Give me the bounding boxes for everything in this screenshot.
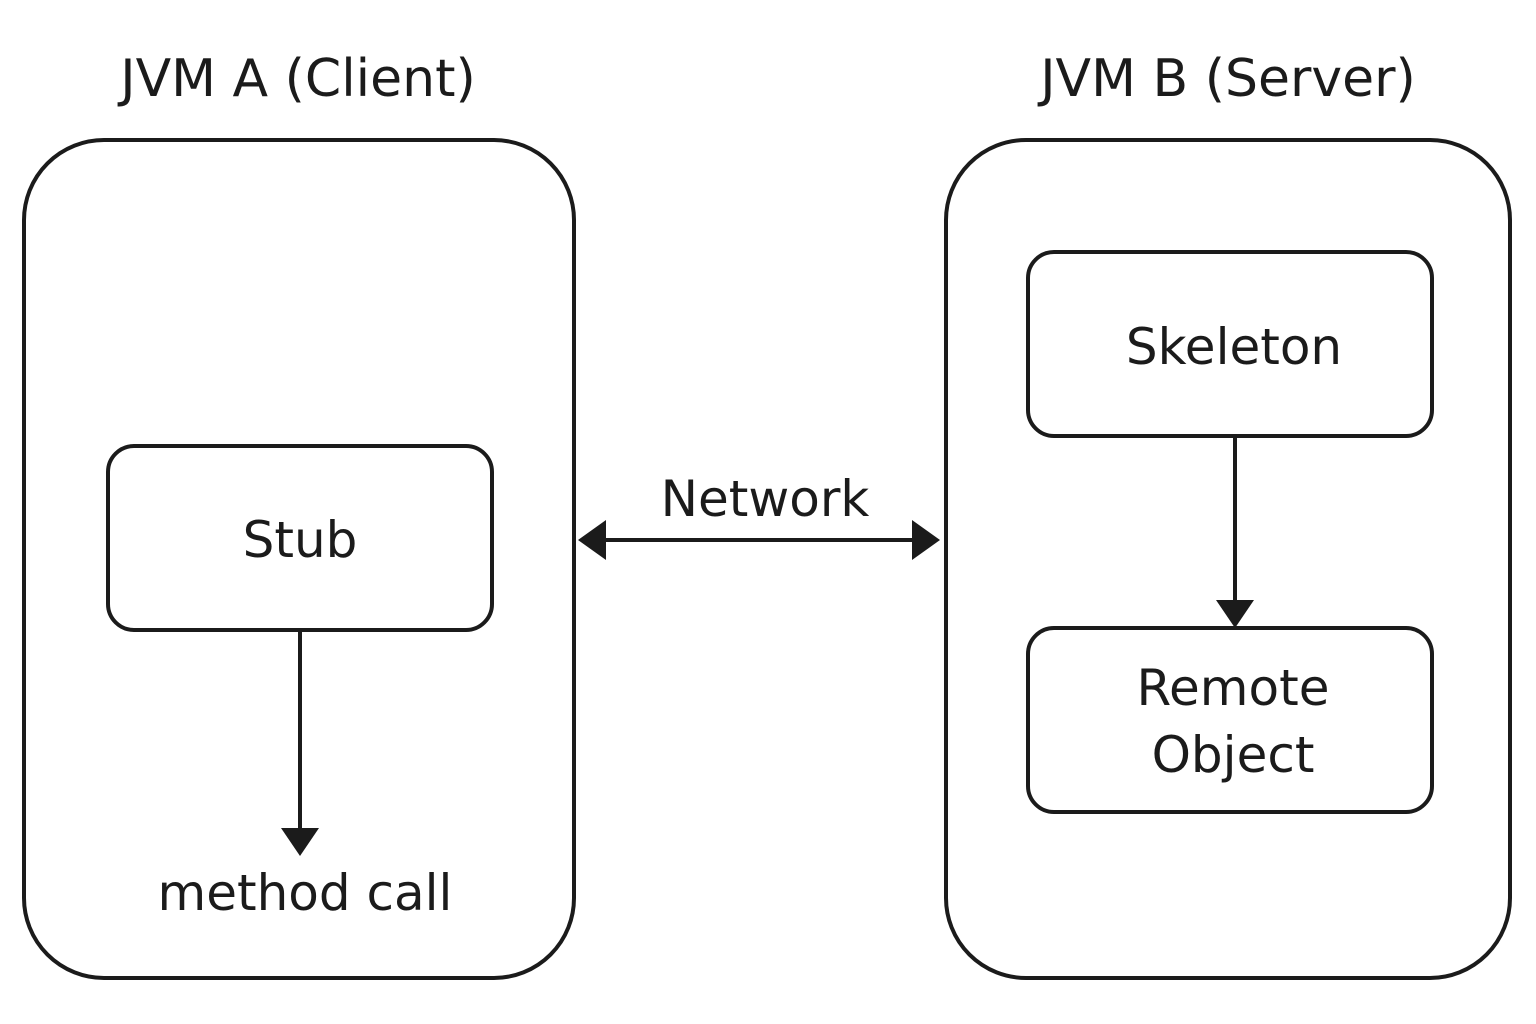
method-call-label: method call <box>158 864 453 922</box>
remote-object-box <box>1026 626 1434 814</box>
server-jvm-title: JVM B (Server) <box>1037 49 1416 109</box>
network-right-arrowhead <box>912 520 940 560</box>
stub-label: Stub <box>243 511 358 569</box>
remote-object-label-line1: Remote <box>1137 659 1330 717</box>
stub-to-method-call-arrowhead <box>281 828 319 856</box>
network-label: Network <box>661 470 870 528</box>
remote-object-label-line2: Object <box>1152 726 1315 784</box>
skeleton-box <box>1026 250 1434 438</box>
skeleton-to-remote-object-arrowhead <box>1216 600 1254 628</box>
network-left-arrowhead <box>578 520 606 560</box>
skeleton-label: Skeleton <box>1126 318 1342 376</box>
client-jvm-title: JVM A (Client) <box>117 49 476 109</box>
